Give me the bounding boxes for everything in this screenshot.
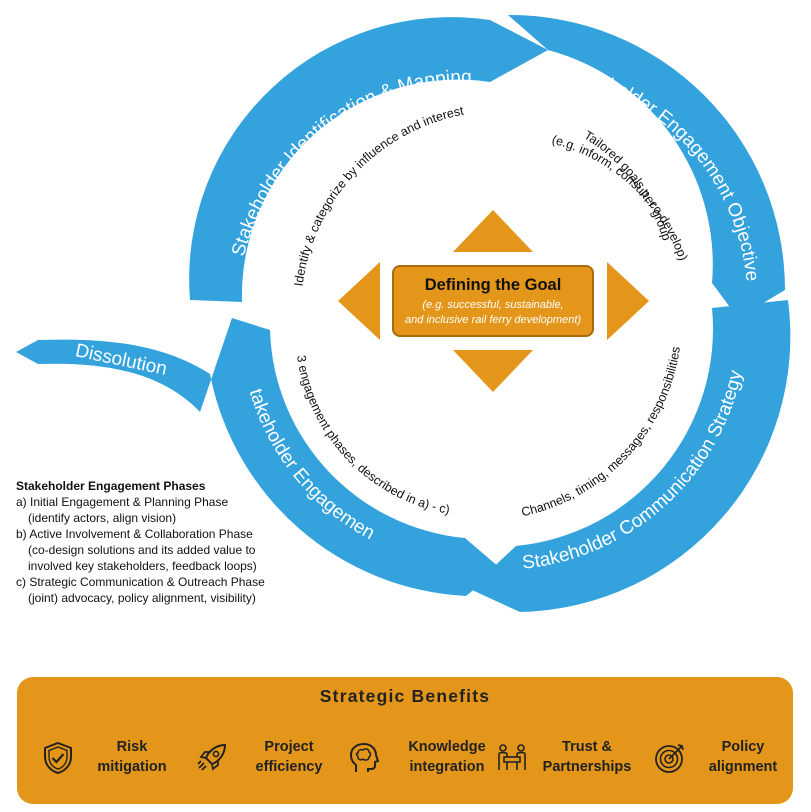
goal-subtitle-line1: (e.g. successful, sustainable, — [422, 299, 564, 311]
arrow-strategy — [470, 300, 791, 612]
goal-triangle-up — [453, 210, 533, 252]
goal-box: Defining the Goal (e.g. successful, sust… — [392, 265, 594, 337]
legend-item-desc: (identify actors, align vision) — [28, 511, 177, 525]
goal-triangle-left — [338, 262, 380, 340]
legend-item-title: a) Initial Engagement & Planning Phase — [16, 495, 229, 509]
benefits-title: Strategic Benefits — [319, 686, 491, 706]
legend-item-title: b) Active Involvement & Collaboration Ph… — [16, 527, 253, 541]
target-icon — [655, 744, 684, 773]
benefit-label: Trust &Partnerships — [542, 739, 632, 775]
goal-triangle-down — [453, 350, 533, 392]
legend-item-desc: involved key stakeholders, feedback loop… — [28, 559, 257, 573]
meeting-table-icon — [498, 744, 526, 770]
goal-subtitle: (e.g. successful, sustainable, and inclu… — [394, 298, 592, 328]
arrow-objectives — [508, 14, 785, 318]
legend-item-desc: (co-design solutions and its added value… — [28, 543, 256, 557]
benefit-trust-partnerships: Trust &Partnerships — [495, 737, 635, 779]
legend-item-title: c) Strategic Communication & Outreach Ph… — [16, 575, 265, 589]
legend-item-desc: (joint) advocacy, policy alignment, visi… — [28, 591, 256, 605]
legend-item: a) Initial Engagement & Planning Phase (… — [16, 494, 306, 526]
goal-triangle-right — [607, 262, 649, 340]
engagement-phases-legend: Stakeholder Engagement Phases a) Initial… — [16, 478, 306, 606]
legend-item: c) Strategic Communication & Outreach Ph… — [16, 574, 306, 606]
rocket-icon — [197, 743, 227, 771]
goal-subtitle-line2: and inclusive rail ferry development) — [404, 314, 582, 326]
goal-title: Defining the Goal — [424, 276, 562, 294]
head-brain-icon — [349, 742, 380, 772]
arrow-engagement — [16, 318, 500, 596]
legend-title: Stakeholder Engagement Phases — [16, 479, 206, 493]
shield-check-icon — [44, 741, 72, 775]
legend-item: b) Active Involvement & Collaboration Ph… — [16, 526, 306, 574]
arrow-mapping — [189, 17, 549, 303]
